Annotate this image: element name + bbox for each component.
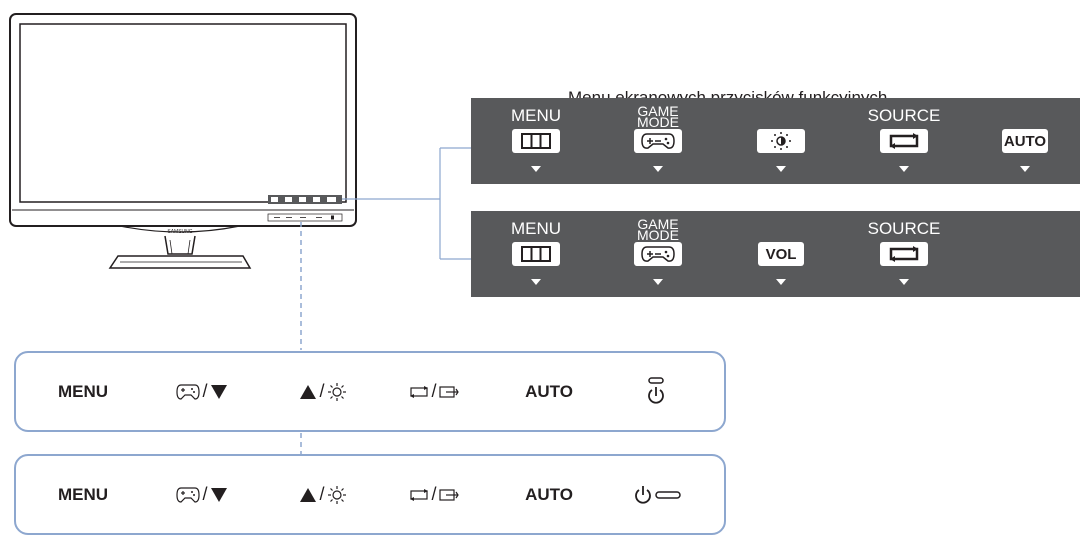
osd-item-brightness[interactable] bbox=[736, 98, 826, 184]
up-triangle-icon bbox=[300, 487, 317, 502]
enter-icon bbox=[438, 488, 459, 501]
osd-item-menu[interactable]: MENU bbox=[491, 98, 581, 184]
source-icon bbox=[880, 129, 928, 153]
osd-label-source: SOURCE bbox=[867, 219, 941, 238]
power-button[interactable] bbox=[636, 353, 676, 430]
up-brightness-button[interactable]: / bbox=[273, 456, 373, 533]
down-arrow-icon bbox=[653, 166, 663, 172]
down-triangle-icon bbox=[210, 487, 227, 502]
up-brightness-button[interactable]: / bbox=[273, 353, 373, 430]
gamepad-icon bbox=[176, 383, 201, 400]
gamepad-icon bbox=[634, 129, 682, 153]
osd-item-menu[interactable]: MENU bbox=[491, 211, 581, 297]
separator: / bbox=[202, 381, 208, 401]
power-icon bbox=[648, 376, 664, 404]
up-triangle-icon bbox=[300, 384, 317, 399]
osd-label-mode: MODE bbox=[637, 227, 679, 243]
osd-panel-top: MENU GAME MODE SOURCE AUTO bbox=[471, 98, 1080, 184]
osd-panel-bottom: MENU GAME MODE VOL SOURCE bbox=[471, 211, 1080, 297]
osd-label-game: GAME bbox=[637, 103, 679, 119]
gamepad-icon bbox=[634, 242, 682, 266]
down-arrow-icon bbox=[899, 279, 909, 285]
down-arrow-icon bbox=[653, 279, 663, 285]
down-arrow-icon bbox=[531, 166, 541, 172]
osd-item-game-mode[interactable]: GAME MODE bbox=[613, 98, 703, 184]
source-icon bbox=[410, 385, 429, 398]
osd-label-source: SOURCE bbox=[867, 106, 941, 125]
monitor-brand: SAMSUNG bbox=[167, 229, 192, 235]
menu-icon bbox=[512, 129, 560, 153]
down-arrow-icon bbox=[1020, 166, 1030, 172]
down-arrow-icon bbox=[531, 279, 541, 285]
menu-button[interactable]: MENU bbox=[57, 381, 109, 401]
volume-icon: VOL bbox=[758, 242, 804, 266]
osd-item-source[interactable]: SOURCE bbox=[859, 211, 949, 297]
brightness-icon bbox=[327, 485, 346, 504]
power-icon bbox=[635, 485, 681, 504]
osd-label-game: GAME bbox=[637, 216, 679, 232]
down-arrow-icon bbox=[776, 166, 786, 172]
source-icon bbox=[880, 242, 928, 266]
source-icon bbox=[410, 488, 429, 501]
auto-button[interactable]: AUTO bbox=[525, 381, 573, 401]
osd-item-volume[interactable]: VOL bbox=[736, 211, 826, 297]
brightness-icon bbox=[757, 129, 805, 153]
osd-label-menu: MENU bbox=[510, 106, 562, 125]
auto-button[interactable]: AUTO bbox=[525, 484, 573, 504]
down-triangle-icon bbox=[210, 384, 227, 399]
osd-item-source[interactable]: SOURCE bbox=[859, 98, 949, 184]
separator: / bbox=[319, 484, 325, 504]
osd-item-auto[interactable]: AUTO bbox=[980, 98, 1070, 184]
source-enter-button[interactable]: / bbox=[394, 456, 474, 533]
osd-label-menu: MENU bbox=[510, 219, 562, 238]
menu-button[interactable]: MENU bbox=[57, 484, 109, 504]
game-down-button[interactable]: / bbox=[152, 353, 252, 430]
game-down-button[interactable]: / bbox=[152, 456, 252, 533]
separator: / bbox=[202, 484, 208, 504]
separator: / bbox=[431, 381, 437, 401]
enter-icon bbox=[438, 385, 459, 398]
auto-icon: AUTO bbox=[1002, 129, 1048, 153]
separator: / bbox=[431, 484, 437, 504]
down-arrow-icon bbox=[776, 279, 786, 285]
brightness-icon bbox=[327, 382, 346, 401]
gamepad-icon bbox=[176, 486, 201, 503]
source-enter-button[interactable]: / bbox=[394, 353, 474, 430]
osd-item-game-mode[interactable]: GAME MODE bbox=[613, 211, 703, 297]
down-arrow-icon bbox=[899, 166, 909, 172]
menu-icon bbox=[512, 242, 560, 266]
power-button[interactable] bbox=[628, 456, 688, 533]
separator: / bbox=[319, 381, 325, 401]
button-bar-bottom: MENU / / / AUTO bbox=[14, 454, 726, 535]
osd-label-mode: MODE bbox=[637, 114, 679, 130]
button-bar-top: MENU / / / AUTO bbox=[14, 351, 726, 432]
